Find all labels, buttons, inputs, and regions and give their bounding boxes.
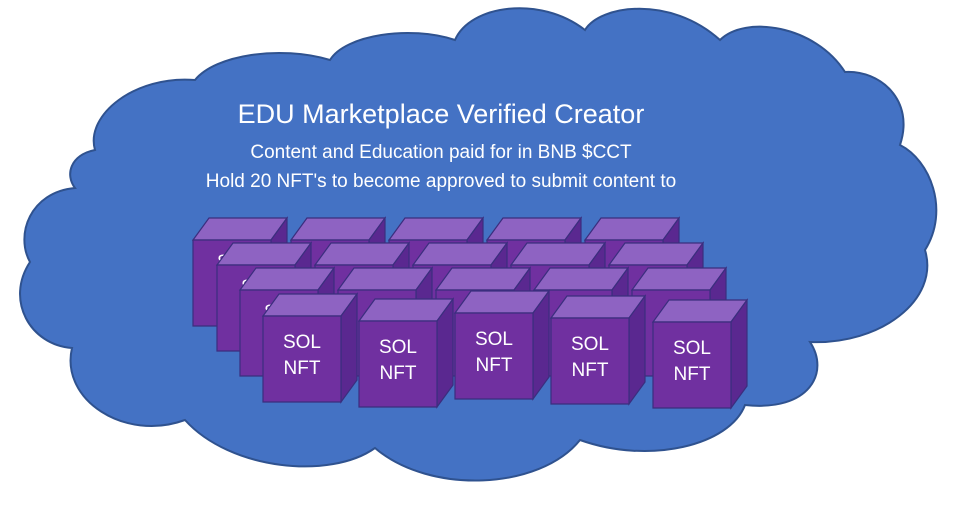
nft-cube: SOL NFT bbox=[651, 298, 749, 410]
cube-label-sol: SOL bbox=[283, 332, 321, 353]
cube-label-nft: NFT bbox=[674, 364, 711, 385]
diagram-title: EDU Marketplace Verified Creator bbox=[238, 99, 645, 129]
cube-front-face bbox=[262, 315, 342, 403]
cube-front-face bbox=[550, 317, 630, 405]
nft-cube-grid: SSSSOLNFTSOLNFTSOLNFTSOLNFTSOLNFT bbox=[191, 216, 749, 410]
diagram-subtitle-2: Hold 20 NFT's to become approved to subm… bbox=[206, 171, 676, 192]
cube-label-nft: NFT bbox=[380, 363, 417, 384]
cube-front-face bbox=[358, 320, 438, 408]
nft-cube: SOL NFT bbox=[357, 297, 455, 409]
cube-label-sol: SOL bbox=[475, 329, 513, 350]
cube-label-sol: SOL bbox=[571, 334, 609, 355]
nft-cube: SOL NFT bbox=[261, 292, 359, 404]
cube-front-face bbox=[454, 312, 534, 400]
cube-front-face bbox=[652, 321, 732, 409]
cube-label-sol: SOL bbox=[379, 337, 417, 358]
nft-cube: SOL NFT bbox=[549, 294, 647, 406]
diagram-subtitle-1: Content and Education paid for in BNB $C… bbox=[250, 142, 632, 163]
cube-label-nft: NFT bbox=[284, 358, 321, 379]
cube-label-nft: NFT bbox=[572, 360, 609, 381]
cube-label-nft: NFT bbox=[476, 355, 513, 376]
cube-label-sol: SOL bbox=[673, 338, 711, 359]
nft-cube: SOL NFT bbox=[453, 289, 551, 401]
